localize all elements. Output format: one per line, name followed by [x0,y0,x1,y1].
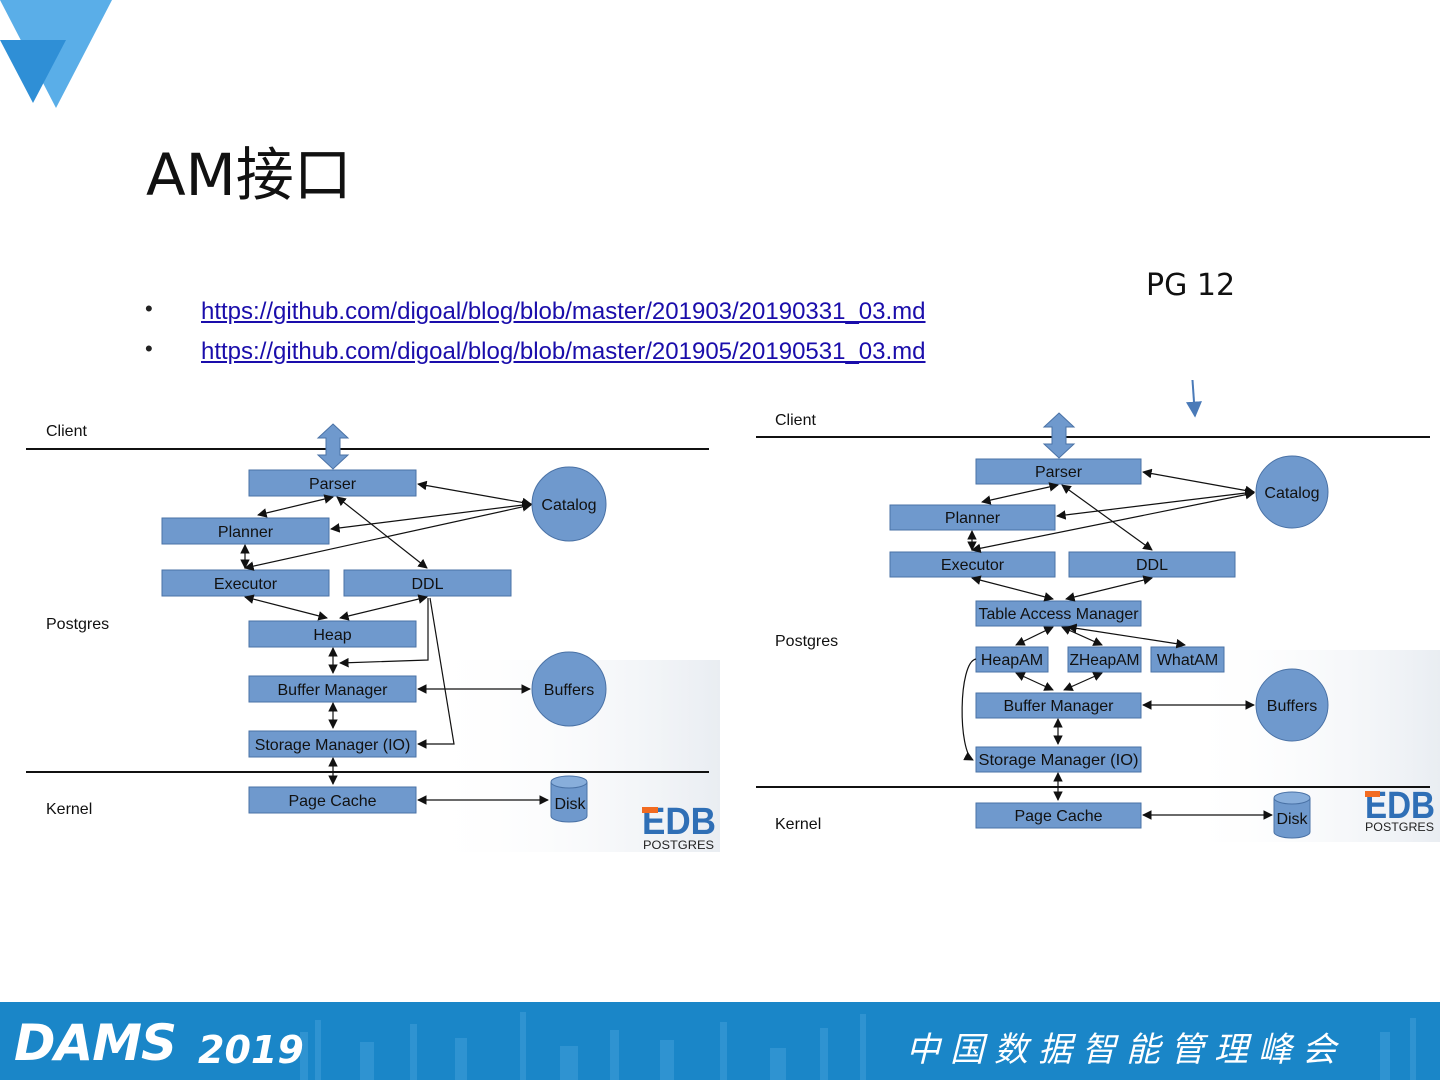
catalog-label: Catalog [1264,485,1319,502]
disk-label: Disk [1276,811,1308,828]
table-access-manager-label: Table Access Manager [979,606,1140,623]
parser-label: Parser [309,476,357,493]
layer-client-label: Client [775,412,816,429]
right-flow-arrows [961,468,1273,820]
dams-logo-text: DAMS [14,1014,177,1072]
heapam-label: HeapAM [981,652,1043,669]
pg12-label: PG 12 [1146,268,1236,303]
layer-kernel-label: Kernel [46,801,92,818]
buffers-label: Buffers [544,682,594,699]
edb-logo-sub: POSTGRES [1365,820,1434,834]
heapam-box [975,646,1049,673]
buffers-label: Buffers [1267,698,1317,715]
pg12-pointer-arrow [1186,380,1202,418]
planner-label: Planner [945,510,1001,527]
blog-link-2[interactable]: https://github.com/digoal/blog/blob/mast… [201,338,926,365]
zheapam-label: ZHeapAM [1070,652,1140,669]
dams-year: 2019 [198,1028,304,1072]
catalog-label: Catalog [541,497,596,514]
storage-manager-label: Storage Manager (IO) [255,737,411,754]
client-io-double-arrow [1042,412,1076,459]
ddl-label: DDL [1136,557,1168,574]
storage-manager-label: Storage Manager (IO) [979,752,1139,769]
left-flow-arrows [240,480,549,805]
storage-manager-box [248,730,417,758]
executor-label: Executor [941,557,1005,574]
bullet-icon: • [145,296,153,321]
disk-cylinder [550,775,588,823]
whatam-label: WhatAM [1157,652,1218,669]
parser-box [975,458,1142,485]
whatam-box [1150,646,1225,673]
parser-box [248,469,417,497]
buffer-manager-box [248,675,417,703]
page-cache-label: Page Cache [1014,808,1102,825]
planner-label: Planner [218,524,274,541]
layer-postgres-label: Postgres [775,633,838,650]
bullet-icon: • [145,336,153,361]
executor-label: Executor [214,576,278,593]
client-io-double-arrow [316,423,350,470]
buffers-circle [531,651,607,727]
footer-banner: DAMS 2019 中国数据智能管理峰会 [0,1002,1440,1080]
layer-client-label: Client [46,423,87,440]
executor-box [161,569,330,597]
storage-manager-box [975,746,1142,773]
catalog-circle [531,466,607,542]
page-cache-label: Page Cache [288,793,376,810]
disk-label: Disk [554,796,586,813]
table-access-manager-box [975,600,1142,627]
left-diagram: Client Postgres Kernel Parser Planner Ex… [26,423,716,852]
ddl-label: DDL [411,576,443,593]
buffers-circle [1255,668,1329,742]
architecture-diagrams: Client Postgres Kernel Parser Planner Ex… [26,380,1440,852]
city-skyline-decoration [300,1012,1416,1080]
edb-logo-right: EDB POSTGRES [1365,785,1435,834]
heap-label: Heap [313,627,351,644]
executor-box [889,551,1056,578]
buffer-manager-label: Buffer Manager [1004,698,1115,715]
ddl-box [343,569,512,597]
catalog-circle [1255,455,1329,529]
blog-link-1[interactable]: https://github.com/digoal/blog/blob/mast… [201,298,926,325]
page-cache-box [975,802,1142,829]
right-diagram: Client Postgres Kernel Parser Planner Ex… [756,412,1435,839]
edb-logo-sub: POSTGRES [643,838,714,852]
layer-postgres-label: Postgres [46,616,109,633]
conference-name: 中国数据智能管理峰会 [906,1030,1346,1070]
corner-logo [0,0,112,108]
buffer-manager-box [975,692,1142,719]
heap-box [248,620,417,648]
buffer-manager-label: Buffer Manager [278,682,389,699]
layer-kernel-label: Kernel [775,816,821,833]
disk-cylinder [1273,791,1311,839]
page-cache-box [248,786,417,814]
parser-label: Parser [1035,464,1083,481]
edb-logo-left: EDB POSTGRES [642,801,716,852]
slide-title: AM接口 [146,141,352,209]
